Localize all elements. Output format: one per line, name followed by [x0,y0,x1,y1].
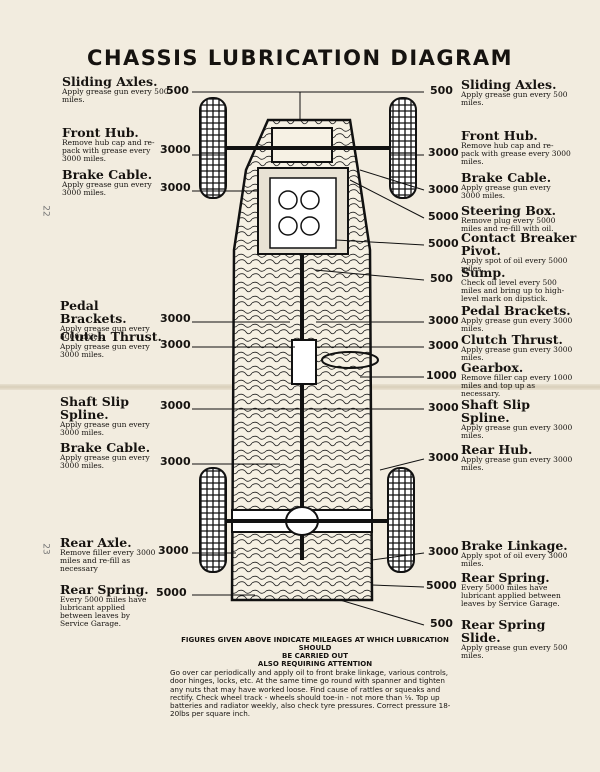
footer-heading: ALSO REQUIRING ATTENTION [257,660,373,668]
footer-line-2: BE CARRIED OUT [282,652,348,660]
front-left-wheel [199,97,227,199]
left-label-pedal-brackets: Pedal Brackets. Apply grease gun every 3… [60,298,150,342]
right-miles-sump: 500 [430,272,453,285]
right-label-sliding-axles: Sliding Axles. Apply grease gun every 50… [461,77,568,107]
right-label-steering-box: Steering Box. Remove plug every 5000 mil… [461,203,556,233]
right-label-rear-spring-slide: Rear Spring Slide. Apply grease gun ever… [461,617,568,661]
left-label-brake-cable-rear: Brake Cable. Apply grease gun every 3000… [60,440,151,470]
right-miles-contact-breaker: 5000 [428,237,459,250]
right-miles-front-hub: 3000 [428,146,459,159]
left-miles-front-hub: 3000 [160,143,191,156]
left-label-rear-spring: Rear Spring. Every 5000 miles have lubri… [60,582,149,628]
right-miles-brake-cable: 3000 [428,183,459,196]
left-miles-clutch-thrust: 3000 [160,338,191,351]
left-label-rear-axle: Rear Axle. Remove filler every 3000 mile… [60,535,156,573]
right-label-brake-linkage: Brake Linkage. Apply spot of oil every 3… [461,538,568,568]
rear-left-wheel [199,467,227,573]
right-miles-steering-box: 5000 [428,210,459,223]
right-label-brake-cable: Brake Cable. Apply grease gun every 3000… [461,170,552,200]
right-label-gearbox: Gearbox. Remove filler cap every 1000 mi… [461,360,573,398]
left-miles-brake-cable-front: 3000 [160,181,191,194]
leader-lines [192,91,425,626]
right-miles-gearbox: 1000 [426,369,457,382]
right-label-clutch-thrust: Clutch Thrust. Apply grease gun every 30… [461,332,573,362]
right-label-shaft-slip-spline: Shaft Slip Spline. Apply grease gun ever… [461,397,573,441]
left-miles-shaft-slip-spline: 3000 [160,399,191,412]
right-miles-brake-linkage: 3000 [428,545,459,558]
left-label-front-hub: Front Hub. Remove hub cap and re-pack wi… [62,125,155,163]
left-miles-rear-spring: 5000 [156,586,187,599]
page-title: CHASSIS LUBRICATION DIAGRAM [87,46,513,70]
right-miles-pedal-brackets: 3000 [428,314,459,327]
right-miles-sliding-axles: 500 [430,84,453,97]
right-label-contact-breaker: Contact Breaker Pivot. Apply spot of oil… [461,230,577,274]
right-miles-rear-hub: 3000 [428,451,459,464]
left-label-sliding-axles: Sliding Axles. Apply grease gun every 50… [62,74,169,104]
left-label-clutch-thrust: Clutch Thrust. Apply grease gun every 30… [60,329,162,359]
right-label-sump: Sump. Check oil level every 500 miles an… [461,265,565,303]
left-miles-rear-axle: 3000 [158,544,189,557]
rear-right-wheel [387,467,415,573]
front-right-wheel [389,97,417,199]
right-miles-rear-spring-slide: 500 [430,617,453,630]
footer-line-1: FIGURES GIVEN ABOVE INDICATE MILEAGES AT… [181,636,449,652]
right-miles-clutch-thrust: 3000 [428,339,459,352]
left-miles-sliding-axles: 500 [166,84,189,97]
right-label-rear-hub: Rear Hub. Apply grease gun every 3000 mi… [461,442,573,472]
right-label-rear-spring: Rear Spring. Every 5000 miles have lubri… [461,570,561,608]
left-label-shaft-slip-spline: Shaft Slip Spline. Apply grease gun ever… [60,394,150,438]
right-label-pedal-brackets: Pedal Brackets. Apply grease gun every 3… [461,303,573,333]
footer-notes: FIGURES GIVEN ABOVE INDICATE MILEAGES AT… [170,636,460,719]
chassis-frame [230,118,379,602]
right-miles-rear-spring: 5000 [426,579,457,592]
right-label-front-hub: Front Hub. Remove hub cap and re-pack wi… [461,128,571,166]
right-miles-shaft-slip-spline: 3000 [428,401,459,414]
left-miles-pedal-brackets: 3000 [160,312,191,325]
footer-text: Go over car periodically and apply oil t… [170,668,451,719]
left-miles-brake-cable-rear: 3000 [160,455,191,468]
left-label-brake-cable-front: Brake Cable. Apply grease gun every 3000… [62,167,153,197]
